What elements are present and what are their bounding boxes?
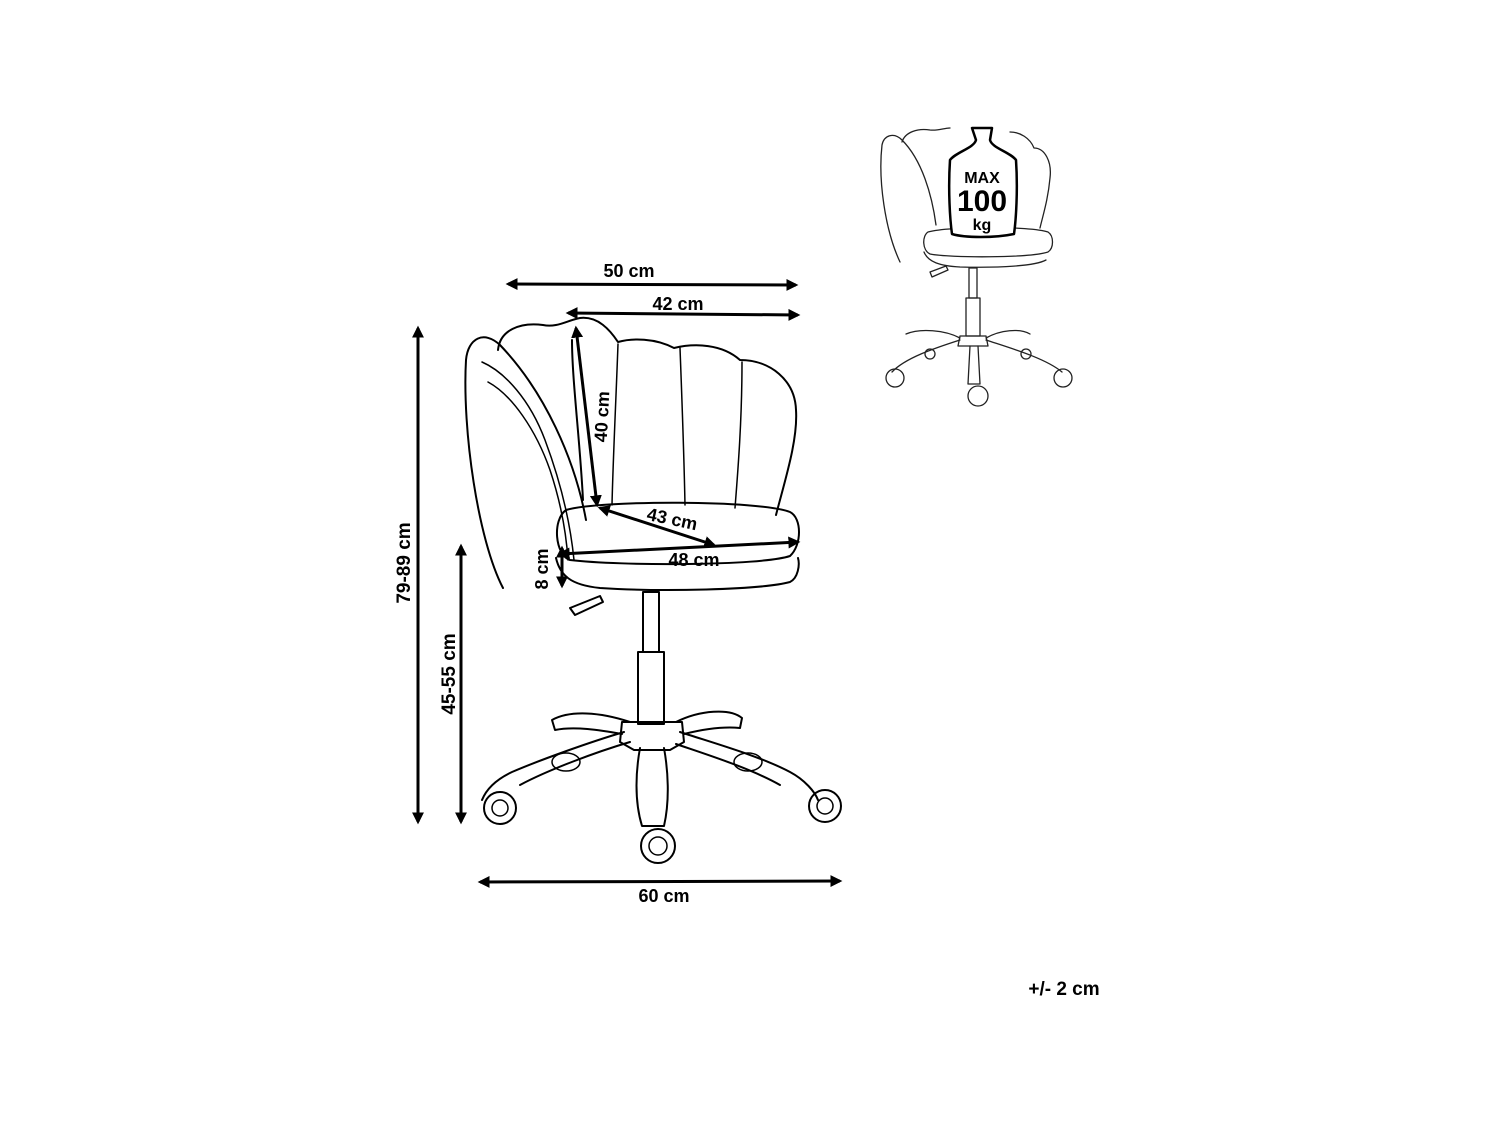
max-load-line1: MAX xyxy=(964,170,1000,187)
overall-height-label: 79-89 cm xyxy=(394,522,415,603)
backrest-height-label: 40 cm xyxy=(591,391,614,443)
chair-drawing xyxy=(464,316,842,864)
seat-depth-label: 43 cm xyxy=(645,504,699,534)
base-width-label: 60 cm xyxy=(638,886,689,906)
max-load-line3: kg xyxy=(973,217,992,234)
tolerance-note: +/- 2 cm xyxy=(1028,979,1099,1000)
backrest-width-label: 42 cm xyxy=(652,294,703,314)
max-load-line2: 100 xyxy=(957,185,1007,218)
seat-width-label: 48 cm xyxy=(668,550,719,570)
weight-icon xyxy=(947,126,1019,239)
overall-width-label: 50 cm xyxy=(603,261,654,281)
seat-thickness-label: 8 cm xyxy=(532,548,552,589)
dimension-arrows xyxy=(412,278,843,888)
caster-wheels xyxy=(483,752,842,864)
max-load-illustration xyxy=(880,126,1073,407)
seat-height-label: 45-55 cm xyxy=(439,633,460,714)
